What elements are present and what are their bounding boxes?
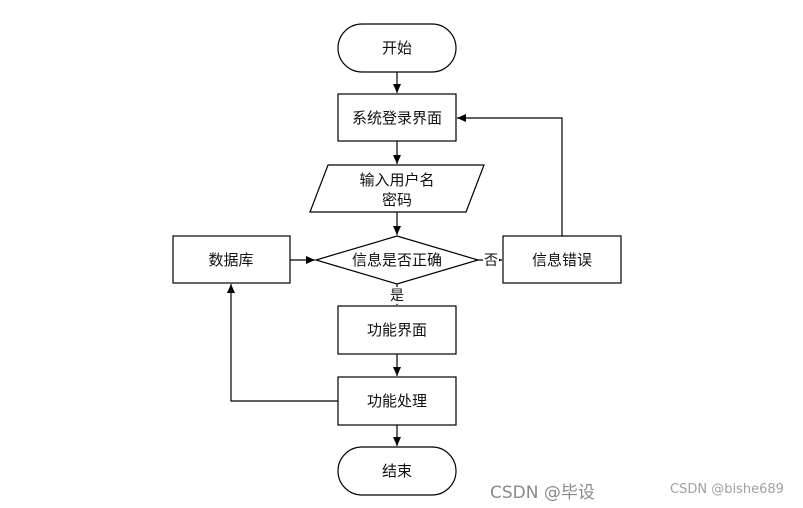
node-input: 输入用户名 密码 <box>309 164 485 213</box>
node-database: 数据库 <box>172 235 291 284</box>
node-error: 信息错误 <box>502 235 622 284</box>
edge-label-no: 否 <box>484 253 498 269</box>
node-function-proc-label: 功能处理 <box>367 392 427 410</box>
node-end: 结束 <box>337 446 457 496</box>
node-function-ui-label: 功能界面 <box>367 321 427 339</box>
node-check-label: 信息是否正确 <box>352 251 442 269</box>
node-function-ui: 功能界面 <box>337 305 457 355</box>
watermark-primary: CSDN @毕设 <box>490 483 595 503</box>
edge-label-no-bg <box>483 251 499 268</box>
node-start-label: 开始 <box>382 39 412 57</box>
edge-label-yes-bg <box>389 287 405 304</box>
node-input-label-line1: 输入用户名 <box>359 171 434 189</box>
node-function-proc: 功能处理 <box>337 376 457 426</box>
node-start: 开始 <box>337 23 457 73</box>
edge-proc-to-database <box>227 284 338 402</box>
watermark-secondary: CSDN @bishe689 <box>670 482 784 497</box>
edge-error-to-login <box>457 114 563 236</box>
node-login: 系统登录界面 <box>337 93 457 142</box>
node-database-label: 数据库 <box>208 251 253 269</box>
node-error-label: 信息错误 <box>532 251 592 269</box>
node-check: 信息是否正确 <box>313 235 481 285</box>
node-login-label: 系统登录界面 <box>352 109 442 127</box>
node-input-label-line2: 密码 <box>382 191 412 209</box>
edge-label-yes: 是 <box>390 288 404 304</box>
node-end-label: 结束 <box>382 462 412 480</box>
